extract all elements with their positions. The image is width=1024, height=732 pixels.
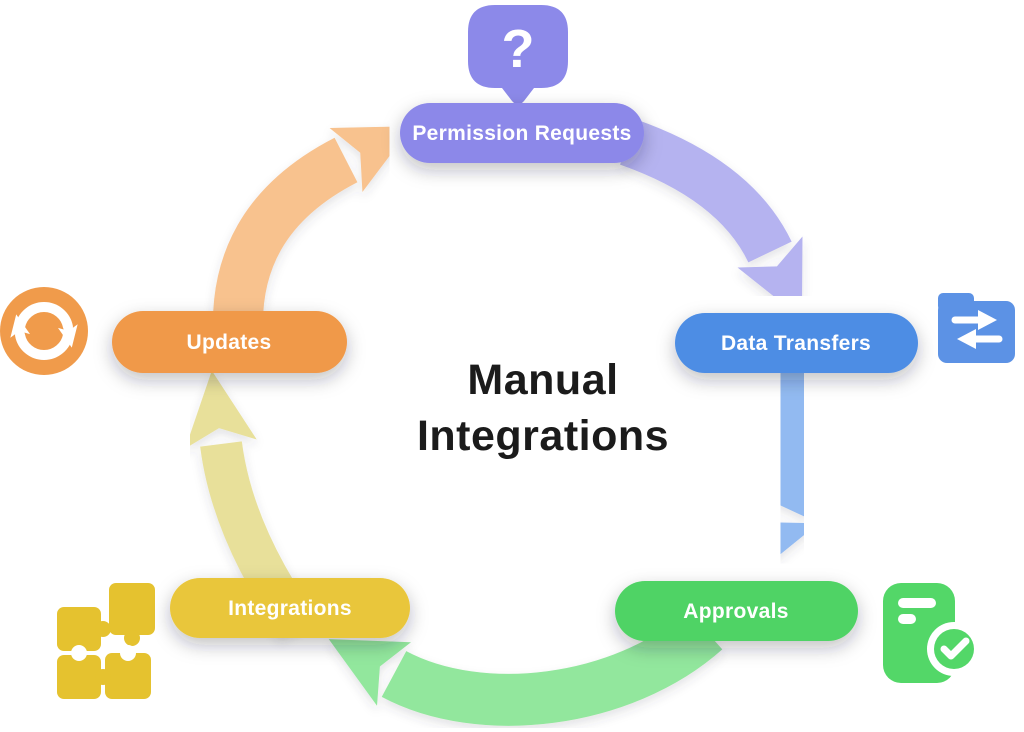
- question-mark-glyph: ?: [502, 19, 535, 79]
- refresh-icon: [0, 287, 88, 375]
- puzzle-icon: [57, 583, 155, 699]
- node-approvals: Approvals: [615, 581, 858, 641]
- question-bubble-icon: ?: [468, 5, 568, 105]
- integrations-pill: [170, 578, 410, 638]
- title-line-2: Integrations: [416, 412, 670, 460]
- integrations-label: Integrations: [228, 597, 352, 620]
- diagram-title: Manual Integrations: [368, 352, 718, 464]
- node-permission-requests: Permission Requests: [400, 103, 644, 163]
- updates-label: Updates: [187, 331, 272, 354]
- arrow-permission-requests-to-data-transfers: [619, 119, 803, 319]
- data-transfers-label: Data Transfers: [721, 332, 871, 355]
- data-transfers-pill: [675, 313, 918, 373]
- node-integrations: Integrations: [170, 578, 410, 638]
- folder-transfer-icon: [938, 293, 1015, 363]
- icons-layer: ?: [0, 5, 1015, 699]
- node-data-transfers: Data Transfers: [675, 313, 918, 373]
- pills-layer: Permission Requests Data Transfers Appro…: [112, 103, 918, 641]
- document-check-icon: [883, 583, 981, 683]
- title-line-1: Manual: [467, 356, 619, 404]
- arrow-data-transfers-to-approvals: [753, 365, 821, 576]
- permission-requests-label: Permission Requests: [412, 122, 631, 145]
- approvals-label: Approvals: [683, 600, 788, 623]
- approvals-pill: [615, 581, 858, 641]
- updates-pill: [112, 311, 347, 373]
- permission-requests-pill: [400, 103, 644, 163]
- node-updates: Updates: [112, 311, 347, 373]
- arrow-approvals-to-integrations: [328, 610, 723, 726]
